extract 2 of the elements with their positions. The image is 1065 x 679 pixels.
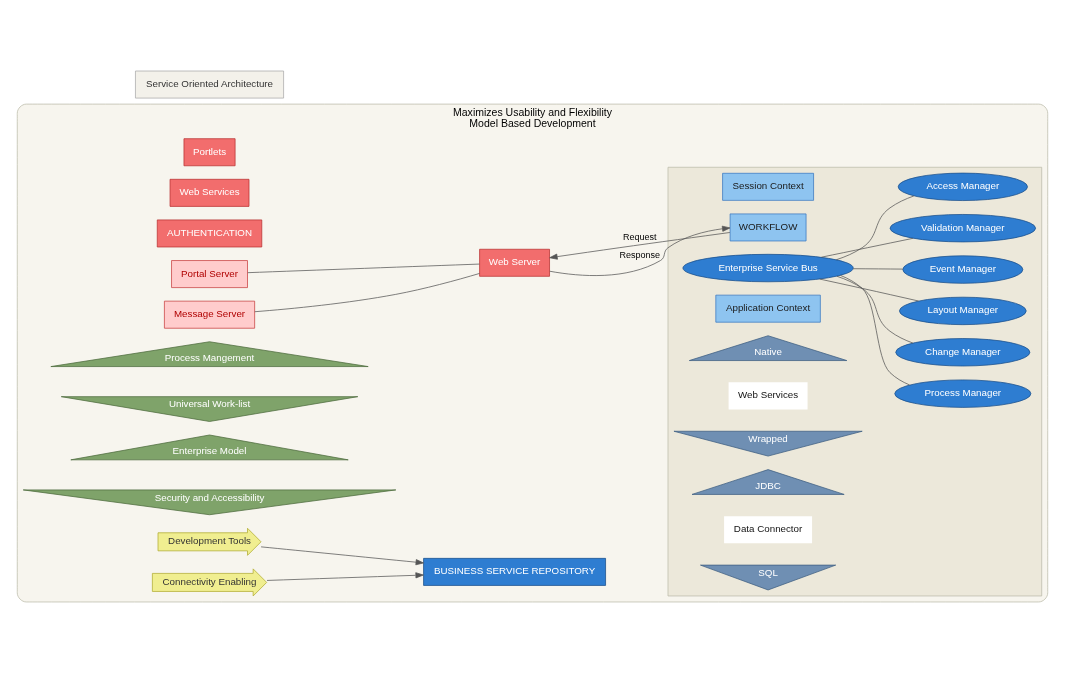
edge-label: Request [623,231,657,242]
edge-label: Response [619,249,661,260]
